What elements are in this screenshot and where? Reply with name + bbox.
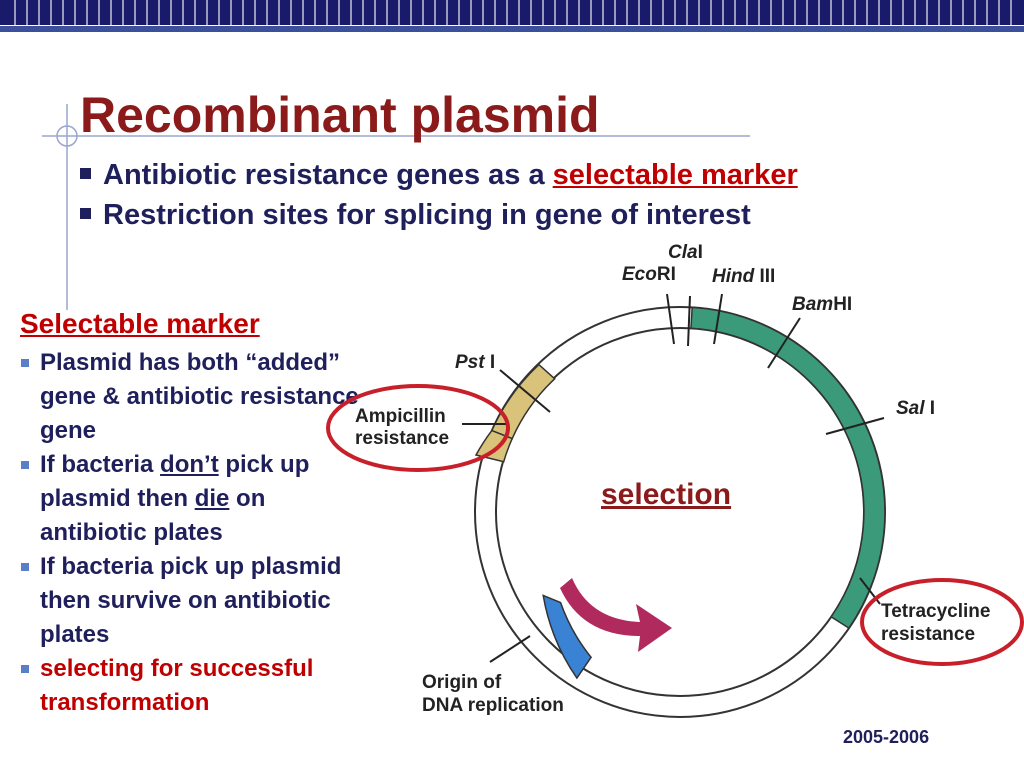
square-bullet-icon	[21, 665, 29, 673]
selectable-marker-highlight: selectable marker	[552, 159, 798, 191]
eco-site-label: EcoRI	[622, 264, 676, 285]
origin-segment	[542, 594, 593, 680]
list-item: Plasmid has both “added” gene & antibiot…	[20, 346, 370, 448]
square-bullet-icon	[80, 168, 91, 179]
bullet-text: Restriction sites for splicing in gene o…	[103, 199, 751, 231]
tetracycline-label-line2: resistance	[881, 624, 975, 645]
year-footer: 2005-2006	[843, 727, 930, 747]
pst-site-tick	[499, 369, 551, 413]
selectable-marker-heading: Selectable marker	[20, 308, 260, 339]
selection-arrow-icon	[560, 578, 672, 652]
main-bullets: Antibiotic resistance genes as a selecta…	[80, 155, 798, 235]
list-item: If bacteria pick up plasmid then survive…	[20, 550, 370, 652]
tetracycline-highlight-circle	[860, 578, 1024, 666]
square-bullet-icon	[21, 359, 29, 367]
sal-site-label: Sal I	[896, 398, 935, 419]
slide-title: Recombinant plasmid	[80, 87, 600, 143]
ampicillin-label-line2: resistance	[355, 428, 449, 449]
sal-site-tick	[825, 417, 885, 435]
hind-site-label: Hind III	[712, 266, 775, 287]
ampicillin-highlight-circle	[326, 384, 510, 472]
square-bullet-icon	[80, 208, 91, 219]
bullet-text: Antibiotic resistance genes as a	[103, 159, 553, 191]
ori-label-tick	[489, 635, 531, 663]
eco-site-tick	[666, 293, 675, 345]
ampicillin-label: Ampicillin	[355, 406, 446, 427]
hind-site-tick	[713, 293, 723, 345]
tetracycline-label: Tetracycline	[881, 601, 990, 622]
origin-label-line2: DNA replication	[422, 695, 564, 716]
bam-site-tick	[767, 317, 801, 369]
top-banner	[0, 0, 1024, 32]
pst-site-label: Pst I	[455, 352, 495, 373]
bullet-restriction: Restriction sites for splicing in gene o…	[80, 195, 798, 235]
origin-label: Origin of	[422, 672, 502, 693]
bullet-antibiotic: Antibiotic resistance genes as a selecta…	[80, 155, 798, 195]
selection-label: selection	[601, 478, 732, 511]
ampicillin-segment	[490, 363, 556, 440]
cla-site-tick	[687, 295, 691, 347]
cla-site-label: ClaI	[668, 242, 703, 263]
list-item: selecting for successful transformation	[20, 652, 370, 720]
tetracycline-segment	[690, 306, 886, 630]
selectable-marker-list: Plasmid has both “added” gene & antibiot…	[20, 346, 370, 720]
list-item: If bacteria don’t pick up plasmid then d…	[20, 448, 370, 550]
square-bullet-icon	[21, 563, 29, 571]
square-bullet-icon	[21, 461, 29, 469]
bam-site-label: BamHI	[792, 294, 852, 315]
